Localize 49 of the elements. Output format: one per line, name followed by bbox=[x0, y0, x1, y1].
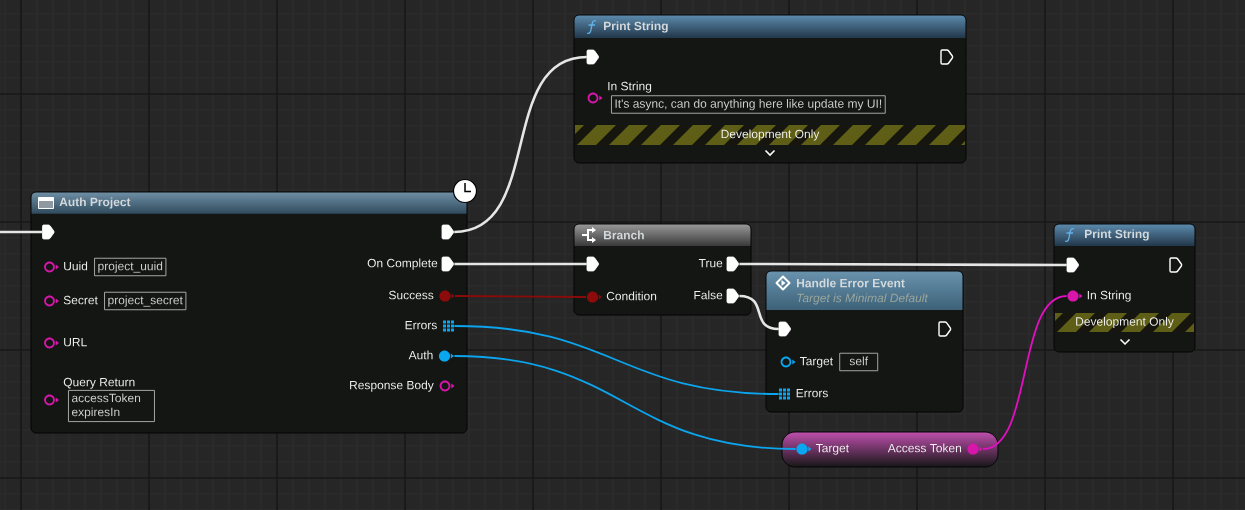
node-title: Print String bbox=[604, 21, 668, 33]
pin-label: Target bbox=[815, 444, 849, 455]
pin-label: On Complete bbox=[367, 258, 438, 270]
pin-label: URL bbox=[64, 338, 87, 347]
pin-label: True bbox=[698, 259, 723, 268]
pin-label: Condition bbox=[606, 291, 657, 301]
wire bbox=[453, 355, 797, 450]
exec-pin-icon bbox=[441, 224, 454, 240]
pin-label: Target bbox=[799, 357, 833, 368]
exec-pin-icon bbox=[940, 49, 954, 65]
wire bbox=[982, 295, 1068, 450]
exec-pin-icon bbox=[1066, 257, 1079, 273]
pin-label: Errors bbox=[796, 389, 828, 398]
pin-label: Success bbox=[389, 290, 434, 300]
input-field: It's async, can do anything here like update my UI! bbox=[611, 95, 886, 114]
wire bbox=[739, 294, 779, 331]
pin-label: False bbox=[694, 290, 723, 300]
striped-band: Development Only bbox=[575, 125, 965, 145]
input-field: project_uuid bbox=[94, 257, 167, 277]
wire bbox=[454, 55, 588, 234]
pin-label: Secret bbox=[63, 295, 98, 305]
node-title: Auth Project bbox=[59, 197, 131, 209]
wire bbox=[453, 325, 780, 395]
pin-label: Access Token bbox=[887, 443, 961, 453]
input-field: self bbox=[839, 352, 879, 372]
exec-pin-icon bbox=[1169, 257, 1183, 273]
node-title: Handle Error Event bbox=[797, 278, 905, 288]
pin-label: Query Return bbox=[63, 377, 135, 389]
input-field: project_secret bbox=[104, 291, 187, 311]
pin-label: Auth bbox=[408, 350, 433, 360]
wire bbox=[454, 295, 587, 298]
wire bbox=[454, 262, 587, 266]
pin-label: In String bbox=[1087, 290, 1131, 302]
wire bbox=[739, 262, 1067, 267]
pin-label: Response Body bbox=[350, 380, 434, 392]
pin-label: In String bbox=[608, 81, 652, 93]
node-subtitle: Target is Minimal Default bbox=[797, 293, 929, 305]
getter-node bbox=[781, 431, 999, 468]
pin-label: Uuid bbox=[64, 261, 88, 271]
pin-label: Errors bbox=[405, 321, 437, 330]
node-title: Branch bbox=[604, 230, 644, 240]
exec-pin-icon bbox=[938, 321, 952, 337]
node-title: Print String bbox=[1085, 229, 1149, 241]
exec-pin-icon bbox=[586, 256, 599, 272]
wire bbox=[0, 230, 43, 234]
input-field: accessToken expiresIn bbox=[68, 389, 155, 423]
exec-pin-icon bbox=[42, 224, 55, 240]
exec-pin-icon bbox=[778, 321, 791, 337]
exec-pin-icon bbox=[586, 49, 599, 65]
